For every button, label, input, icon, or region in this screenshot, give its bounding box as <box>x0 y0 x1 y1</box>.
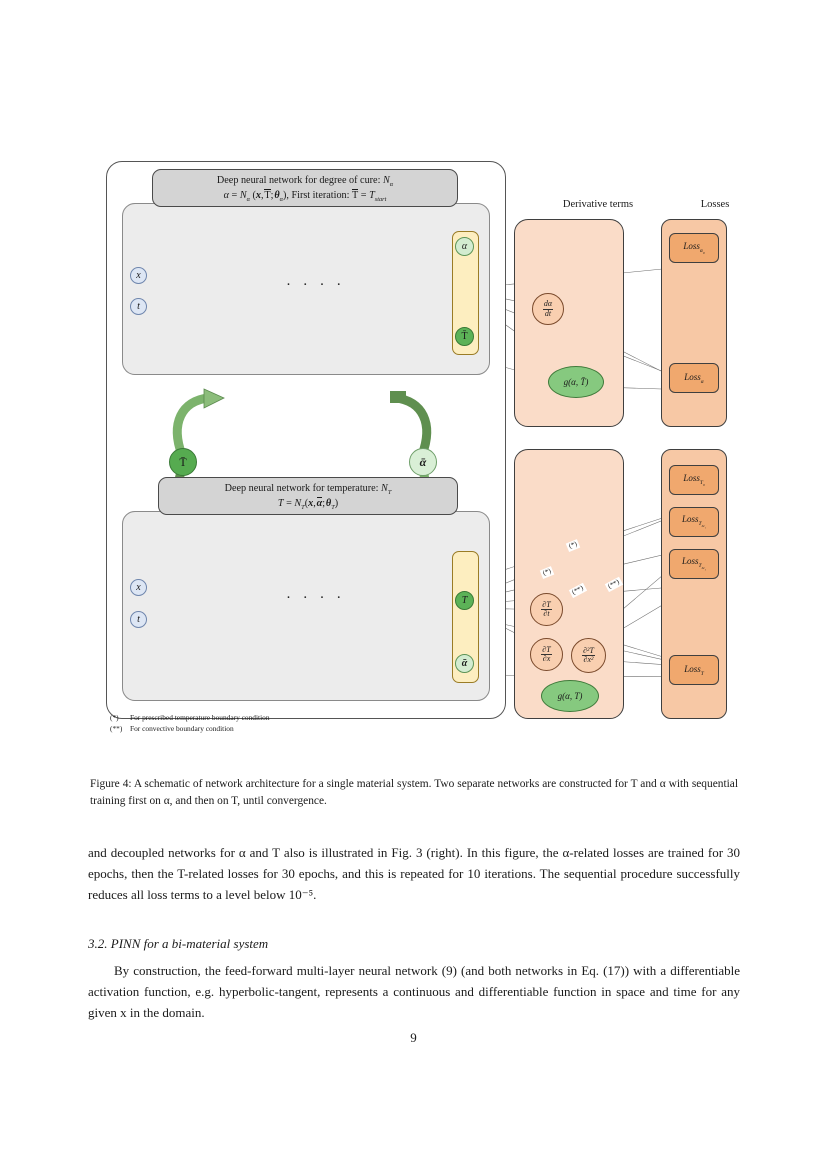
top-network-ellipsis: · · · · <box>286 277 346 293</box>
section-heading-3-2: 3.2. PINN for a bi-material system <box>88 936 269 951</box>
fraction-dalpha-dt: dα dt <box>542 299 554 318</box>
top-g-node: g(α, T̄) <box>548 366 604 398</box>
figure-footnote-row: (*) For prescribed temperature boundary c… <box>110 712 270 723</box>
bottom-output-label-alphabar: ᾱ <box>461 658 468 669</box>
loss-label-Tbc1: LossTbc1 <box>682 514 706 530</box>
figure-footnote-row: (**) For convective boundary condition <box>110 723 270 734</box>
loss-box-alpha0: Lossα0 <box>669 233 719 263</box>
fraction-numerator: ∂²T <box>583 645 594 655</box>
bottom-output-label-t: T <box>461 595 468 606</box>
bottom-network-ellipsis: · · · · <box>286 590 346 606</box>
figure-4-schematic: Deep neural network for degree of cure: … <box>100 155 740 755</box>
figure-caption: Figure 4: A schematic of network archite… <box>90 776 738 809</box>
loss-label-alpha: Lossα <box>684 371 704 385</box>
bottom-output-node-t: T <box>455 591 474 610</box>
loss-box-T0: LossT0 <box>669 465 719 495</box>
body-paragraph-1: and decoupled networks for α and T also … <box>88 845 740 903</box>
fraction-numerator: dα <box>543 299 553 309</box>
bottom-derivative-node-dT-dt: ∂T ∂t <box>530 593 563 626</box>
top-derivative-node-dalpha-dt: dα dt <box>532 293 564 325</box>
bottom-g-node: g(α, T) <box>541 680 599 712</box>
fraction-denominator: dt <box>542 308 554 318</box>
top-output-label-alpha: α <box>461 241 468 252</box>
loss-label-T: LossT <box>684 663 704 677</box>
loss-label-alpha0: Lossα0 <box>683 241 705 255</box>
fraction-denominator: ∂t <box>541 609 552 618</box>
bottom-input-label-x: x <box>136 582 141 593</box>
top-input-label-x: x <box>136 270 141 281</box>
exchange-label-tbar: T̄ <box>179 454 187 469</box>
footnote-text: For prescribed temperature boundary cond… <box>130 713 270 722</box>
footnote-text: For convective boundary condition <box>130 724 234 734</box>
exchange-node-tbar: T̄ <box>169 448 197 476</box>
top-input-label-t: t <box>137 301 140 312</box>
fraction-d2T-dx2: ∂²T ∂x² <box>581 645 596 665</box>
figure-caption-text: A schematic of network architecture for … <box>90 778 739 807</box>
footnote-mark: (*) <box>110 713 119 722</box>
exchange-label-alphabar: ᾱ <box>419 454 427 469</box>
footnote-mark: (**) <box>110 724 123 734</box>
loss-box-Tbc1: LossTbc1 <box>669 507 719 537</box>
bottom-network-body <box>122 511 490 701</box>
fraction-numerator: ∂T <box>542 644 551 654</box>
bottom-input-node-t: t <box>130 611 147 628</box>
loss-label-T0: LossT0 <box>683 473 705 487</box>
bottom-network-title-line2: T = NT(x, α; θT) <box>277 497 339 511</box>
loss-box-Tbc2: LossTbc2 <box>669 549 719 579</box>
top-network-body <box>122 203 490 375</box>
fraction-numerator: ∂T <box>542 599 551 609</box>
bottom-network-title: Deep neural network for temperature: NT … <box>158 477 458 515</box>
bottom-g-node-label: g(α, T) <box>557 691 583 701</box>
top-g-node-label: g(α, T̄) <box>563 377 589 387</box>
top-network-title: Deep neural network for degree of cure: … <box>152 169 458 207</box>
bottom-input-node-x: x <box>130 579 147 596</box>
top-output-node-tbar: T̄ <box>455 327 474 346</box>
losses-heading: Losses <box>700 199 730 210</box>
bottom-input-label-t: t <box>137 614 140 625</box>
figure-caption-label: Figure 4: <box>90 778 132 790</box>
page-number: 9 <box>410 1030 417 1045</box>
top-input-node-t: t <box>130 298 147 315</box>
exchange-node-alphabar: ᾱ <box>409 448 437 476</box>
body-paragraph-2: By construction, the feed-forward multi-… <box>88 963 740 1021</box>
fraction-denominator: ∂x² <box>581 655 596 664</box>
top-network-title-line2: α = Nα (x, T; θα), First iteration: T = … <box>223 189 387 203</box>
loss-box-T: LossT <box>669 655 719 685</box>
top-network-title-line1: Deep neural network for degree of cure: … <box>216 175 394 189</box>
top-output-label-tbar: T̄ <box>461 331 468 342</box>
bottom-derivative-node-dT-dx: ∂T ∂x <box>530 638 563 671</box>
loss-label-Tbc2: LossTbc2 <box>682 556 706 572</box>
top-output-node-alpha: α <box>455 237 474 256</box>
bottom-output-node-alphabar: ᾱ <box>455 654 474 673</box>
derivative-terms-heading: Derivative terms <box>562 199 634 210</box>
fraction-denominator: ∂x <box>540 654 553 663</box>
bottom-derivative-node-d2T-dx2: ∂²T ∂x² <box>571 638 606 673</box>
top-input-node-x: x <box>130 267 147 284</box>
figure-footnotes: (*) For prescribed temperature boundary c… <box>110 712 270 735</box>
fraction-dT-dx: ∂T ∂x <box>540 644 553 664</box>
fraction-dT-dt: ∂T ∂t <box>540 599 552 619</box>
loss-box-alpha: Lossα <box>669 363 719 393</box>
bottom-network-title-line1: Deep neural network for temperature: NT <box>224 483 392 497</box>
